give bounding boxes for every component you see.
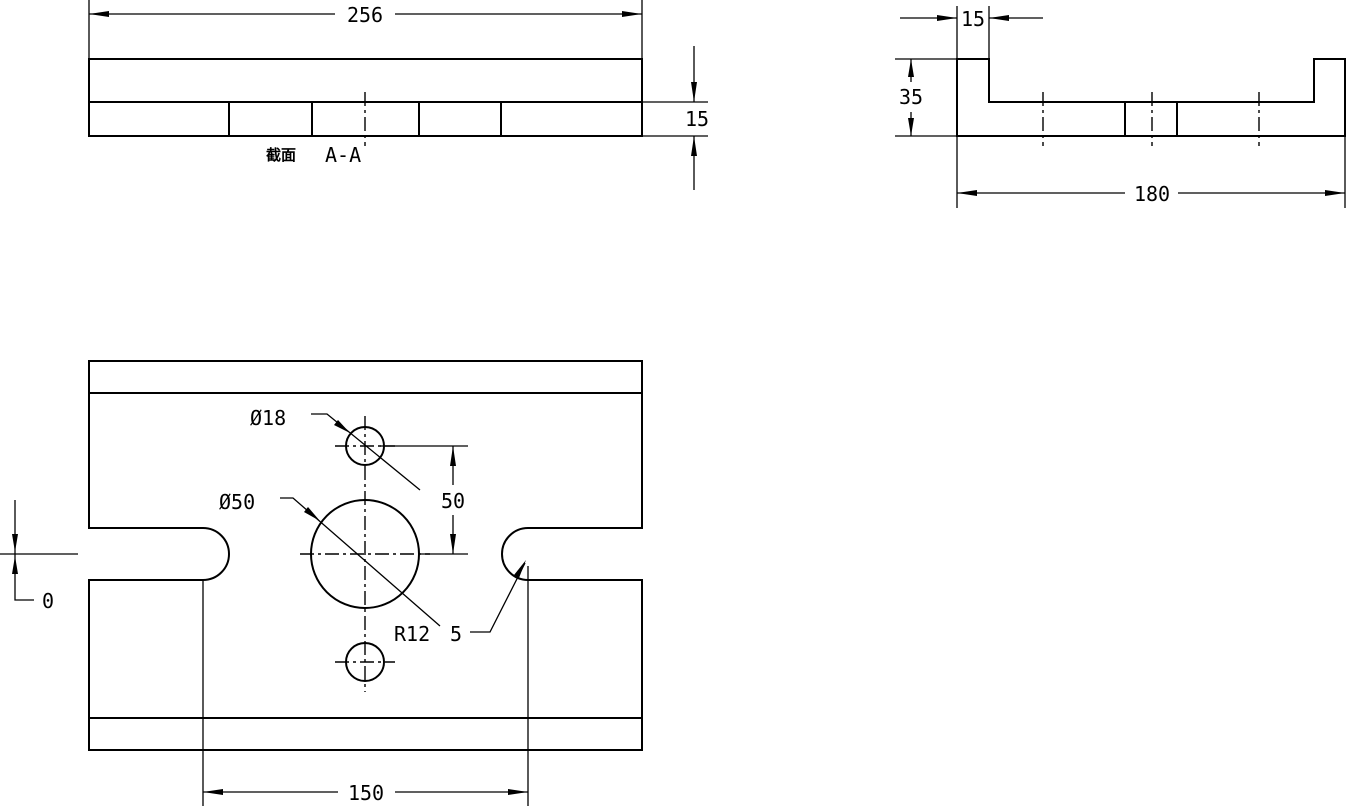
dim-15-arrow-bottom (691, 136, 697, 156)
dim-50-arrow-top (450, 446, 456, 466)
dim-wall-arrow-left (937, 15, 957, 21)
dim-0-line-bottom (14, 554, 34, 601)
dim-150-arrow-left (203, 789, 223, 795)
dim-r12-extra-text: 5 (450, 622, 462, 646)
dim-150-arrow-right (508, 789, 528, 795)
dim-180-arrow-left (957, 190, 977, 196)
section-name-label: A-A (325, 143, 361, 167)
dim-256-arrow-right (622, 11, 642, 17)
dim-150-text: 150 (348, 781, 384, 805)
dim-wall-text: 15 (961, 7, 985, 31)
section-hatch-right (418, 101, 502, 137)
dim-0-arrow-bottom (12, 556, 18, 574)
dim-d18-text: Ø18 (250, 406, 286, 430)
section-word-label: 截面 (266, 146, 296, 164)
dim-d18-arrow (334, 420, 350, 433)
dim-d50-leader (280, 497, 441, 627)
side-outline (956, 58, 1346, 137)
dim-0-arrow-top (12, 534, 18, 552)
dim-d18-leader (311, 413, 421, 491)
dim-256-arrow-left (89, 11, 109, 17)
dim-r12-text: R12 (394, 622, 430, 646)
section-hatch-left (228, 101, 313, 137)
side-view: 15 35 180 (895, 6, 1346, 208)
dim-35-text: 35 (899, 85, 923, 109)
section-view: 256 15 截面 A-A (88, 0, 709, 190)
dim-256-text: 256 (347, 3, 383, 27)
dim-35-arrow-top (908, 59, 914, 77)
plan-view: Ø18 Ø50 50 R12 5 150 0 (0, 360, 643, 806)
dim-r12-leader (470, 562, 526, 633)
dim-r12-arrow (514, 560, 526, 578)
dim-180-arrow-right (1325, 190, 1345, 196)
dim-d50-arrow (304, 507, 320, 521)
dim-0-text: 0 (42, 589, 54, 613)
dim-180-text: 180 (1134, 182, 1170, 206)
plan-outline (88, 360, 643, 751)
dim-15-text: 15 (685, 107, 709, 131)
dim-35-arrow-bottom (908, 118, 914, 136)
dim-50-arrow-bottom (450, 534, 456, 554)
dim-15-arrow-top (691, 82, 697, 102)
dim-d50-text: Ø50 (219, 490, 255, 514)
dim-50-text: 50 (441, 489, 465, 513)
dim-wall-arrow-right (989, 15, 1009, 21)
